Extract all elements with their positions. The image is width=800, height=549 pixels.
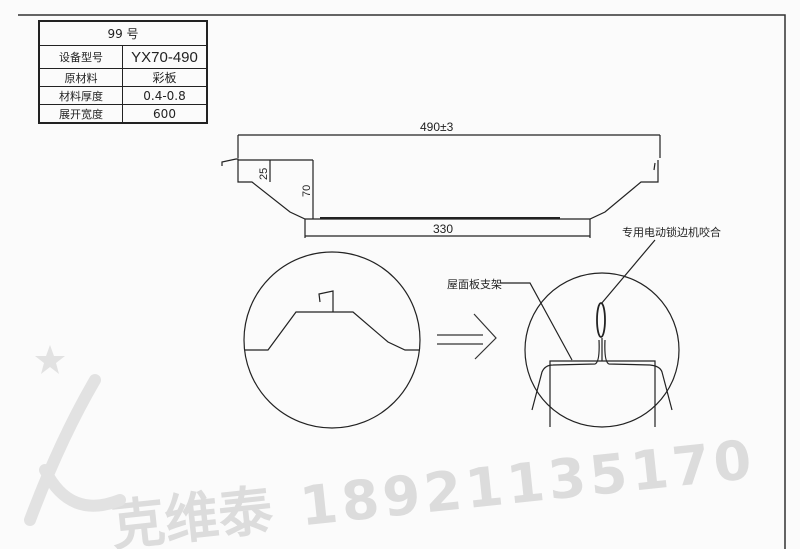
- dim-flange-line: [238, 159, 271, 182]
- dim-flange-label: 25: [258, 168, 270, 180]
- panel-right: [604, 339, 673, 411]
- spec-label: 原材料: [38, 68, 123, 87]
- support-leader: [500, 282, 573, 361]
- dim-rib-line: [270, 159, 314, 219]
- spec-value: 0.4-0.8: [122, 86, 208, 105]
- watermark-brand: 克维泰: [108, 478, 277, 549]
- watermark-phone: 18921135170: [297, 428, 758, 538]
- dim-overall-line: [237, 134, 661, 158]
- spec-label: 设备型号: [38, 45, 123, 69]
- seam-fold: [596, 302, 606, 338]
- dim-bottom-label: 330: [433, 222, 453, 236]
- seam-leader: [600, 239, 656, 305]
- spec-value: 彩板: [122, 68, 208, 87]
- spec-table-title: 99 号: [38, 20, 208, 46]
- transform-arrow-icon: [437, 313, 497, 360]
- spec-label: 展开宽度: [38, 104, 123, 124]
- watermark-logo-icon: [24, 374, 126, 526]
- seam-label: 专用电动锁边机咬合: [622, 225, 721, 239]
- dim-bottom-line: [304, 219, 591, 238]
- detail-after-circle: [500, 239, 680, 428]
- watermark: 克维泰 18921135170: [108, 428, 758, 549]
- detail-before-circle: [243, 251, 421, 429]
- support-label: 屋面板支架: [447, 277, 502, 291]
- dim-rib-label: 70: [301, 185, 313, 197]
- spec-value: 600: [122, 104, 208, 124]
- watermark-star-icon: [35, 345, 65, 374]
- dim-overall-label: 490±3: [420, 120, 454, 134]
- sheet-frame: [18, 14, 786, 549]
- spec-value: YX70-490: [122, 45, 208, 69]
- spec-label: 材料厚度: [38, 86, 123, 105]
- panel-left: [531, 339, 600, 411]
- profile-section: [221, 134, 661, 238]
